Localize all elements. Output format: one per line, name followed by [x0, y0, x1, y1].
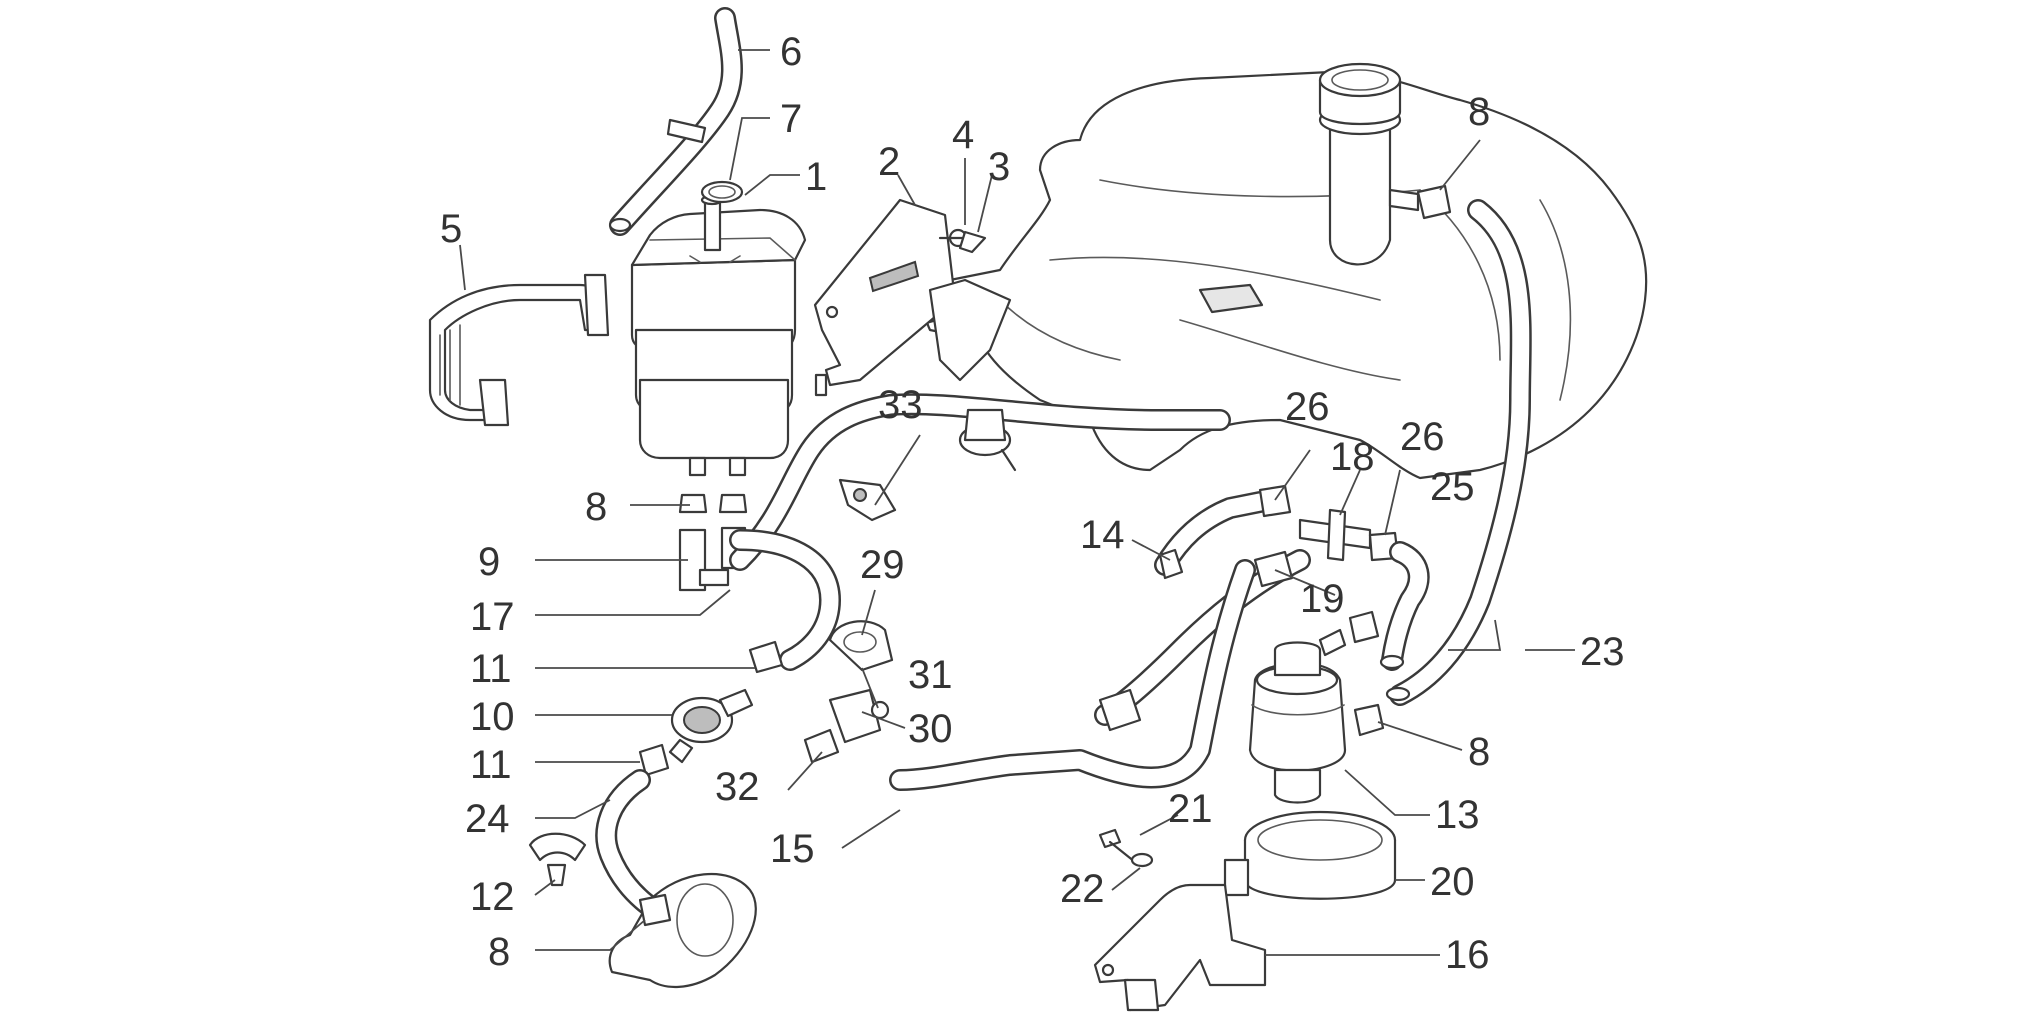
callout-17: 13 — [1435, 793, 1480, 837]
callout-20: 16 — [1445, 933, 1490, 977]
callout-9: 9 — [478, 540, 500, 584]
clamps-8-canister — [678, 493, 748, 514]
fuel-filter-17 — [1248, 628, 1347, 804]
clamp-29 — [828, 620, 894, 672]
callout-8-canister: 8 — [585, 485, 607, 529]
hose-15 — [889, 559, 1256, 791]
callout-8-filter: 8 — [1468, 730, 1490, 774]
nut-32 — [803, 728, 840, 764]
callout-15: 15 — [770, 827, 815, 871]
callout-26-right: 26 — [1400, 415, 1445, 459]
clip-12 — [528, 832, 587, 887]
callout-2: 2 — [878, 140, 900, 184]
bolt-3 — [938, 230, 987, 254]
clamp-8-tank — [1388, 184, 1452, 220]
callout-31: 31 — [908, 653, 953, 697]
callout-26-left: 26 — [1285, 385, 1330, 429]
callout-1: 1 — [805, 155, 827, 199]
hose-23 — [1385, 199, 1532, 706]
callout-8-tank: 8 — [1468, 90, 1490, 134]
leader-lines — [459, 49, 1575, 956]
callout-12: 12 — [470, 875, 515, 919]
callout-11-lower: 11 — [470, 743, 512, 787]
callout-7: 7 — [780, 97, 802, 141]
callout-16: 19 — [1300, 577, 1345, 621]
hose-11-section — [729, 529, 841, 671]
callout-32: 32 — [715, 765, 760, 809]
washer-31 — [870, 700, 890, 720]
callout-25: 25 — [1430, 465, 1475, 509]
callout-29: 29 — [860, 543, 905, 587]
washer-22 — [1130, 852, 1154, 868]
hose-25 — [1379, 541, 1430, 671]
callout-6: 6 — [780, 30, 802, 74]
callout-30: 30 — [908, 707, 953, 751]
bracket-30 — [828, 688, 882, 744]
callout-23: 23 — [1580, 630, 1625, 674]
hose-24 — [595, 769, 659, 916]
connector-16 — [1098, 688, 1142, 732]
callout-3: 3 — [988, 145, 1010, 189]
callout-33: 33 — [878, 383, 923, 427]
callout-24: 24 — [465, 797, 510, 841]
callout-8-manifold: 8 — [488, 930, 510, 974]
clamp-26a — [1258, 484, 1292, 518]
callout-11-upper: 11 — [470, 647, 512, 691]
hose-13 — [729, 393, 1231, 571]
clamp-7 — [700, 180, 744, 204]
intake-manifold — [608, 872, 757, 989]
clamp-11-upper — [748, 640, 784, 674]
callout-14: 18 — [1330, 435, 1375, 479]
callout-21: 21 — [1168, 787, 1213, 831]
callout-labels: 6 7 1 2 4 3 5 8 33 26 26 18 25 8 9 14 29… — [440, 30, 1625, 977]
holder-5 — [428, 273, 610, 427]
callout-4: 4 — [952, 113, 974, 157]
clamp-11-lower — [638, 743, 670, 777]
hose-6 — [608, 7, 743, 236]
bolt-21 — [1098, 828, 1137, 864]
valve-10 — [668, 688, 754, 764]
filler-cap — [1318, 62, 1402, 266]
clamps-8-filter — [1348, 610, 1385, 737]
t-piece-14 — [1298, 508, 1372, 562]
valve-tank — [928, 278, 1017, 472]
canister-1 — [630, 194, 807, 477]
callout-18: 14 — [1080, 513, 1125, 557]
callout-5: 5 — [440, 207, 462, 251]
clamp-33 — [838, 478, 897, 522]
hose-18 — [1154, 491, 1271, 580]
callout-10: 10 — [470, 695, 515, 739]
holder-19 — [1223, 810, 1397, 900]
bracket-20 — [1093, 883, 1267, 1012]
callout-19: 20 — [1430, 860, 1475, 904]
callout-22: 22 — [1060, 867, 1105, 911]
callout-13: 17 — [470, 595, 515, 639]
bracket-2 — [813, 198, 957, 397]
